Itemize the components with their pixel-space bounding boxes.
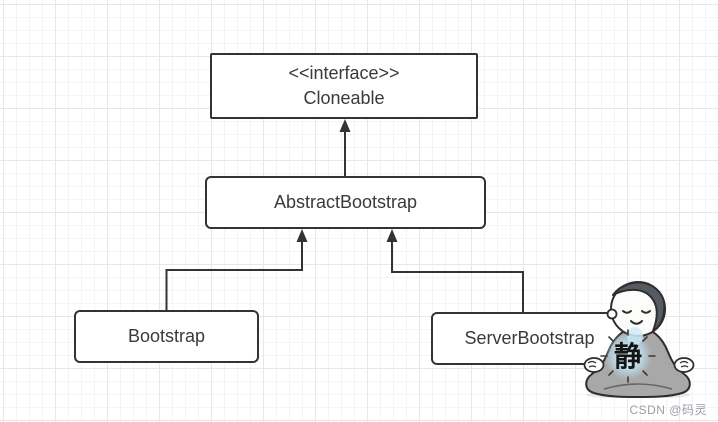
mascot-mouth — [630, 320, 643, 325]
mascot-hair — [612, 281, 666, 332]
node-bootstrap: Bootstrap — [74, 310, 259, 363]
mascot-leg-crease — [603, 383, 673, 390]
node-stereotype: <<interface>> — [288, 63, 400, 83]
node-abstractbootstrap: AbstractBootstrap — [205, 176, 486, 229]
mascot-eye-left — [622, 310, 632, 314]
mascot-glyph: 静 — [614, 340, 642, 373]
arrowhead-icon — [339, 119, 351, 132]
mascot-hand-right — [673, 357, 695, 373]
edge-abstractbootstrap-to-cloneable — [339, 119, 351, 176]
meditating-mascot-icon: 静 — [583, 281, 695, 398]
node-label: Bootstrap — [127, 326, 206, 346]
node-cloneable: <<interface>> Cloneable — [210, 53, 478, 119]
arrowhead-icon — [296, 229, 308, 242]
arrowhead-icon — [386, 229, 398, 242]
node-label: Cloneable — [303, 88, 385, 108]
mascot-glow — [604, 332, 652, 380]
mascot-ear — [606, 308, 618, 320]
node-label: AbstractBootstrap — [273, 192, 418, 212]
watermark: CSDN @码灵 — [629, 403, 707, 417]
node-label: ServerBootstrap — [464, 328, 595, 348]
edge-serverbootstrap-to-abstractbootstrap — [386, 229, 524, 312]
mascot-eye-right — [641, 310, 651, 314]
node-serverbootstrap: ServerBootstrap — [431, 312, 628, 365]
mascot-hand-left — [583, 357, 605, 373]
edge-bootstrap-to-abstractbootstrap — [165, 229, 308, 310]
mascot-glow-rays — [600, 329, 656, 383]
